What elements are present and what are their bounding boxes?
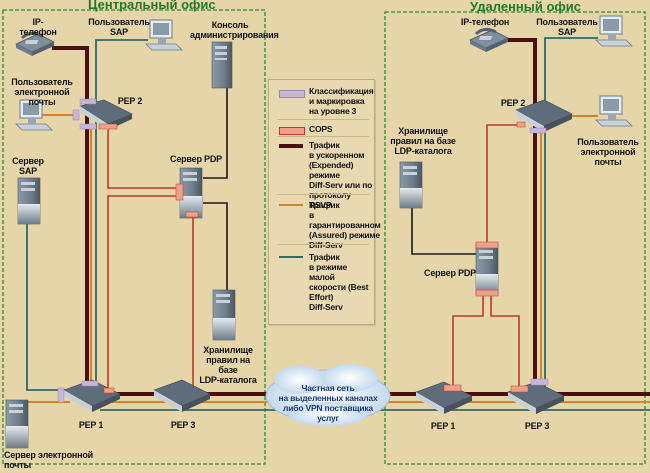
central-pep2-classification-marker bbox=[79, 98, 97, 105]
central-pep3-label: PEP 3 bbox=[170, 420, 196, 430]
legend-divider bbox=[277, 194, 369, 195]
legend-swatch-classification bbox=[279, 90, 305, 98]
remote-pep1-cops-marker bbox=[443, 384, 462, 392]
legend-divider bbox=[277, 136, 369, 137]
central-pep1-classification-marker-left bbox=[57, 387, 65, 403]
remote-pep3-label: PEP 3 bbox=[524, 421, 550, 431]
legend-swatch-expedited bbox=[279, 144, 303, 148]
legend-label-classification: Классификация и маркировка на уровне 3 bbox=[309, 86, 374, 116]
central-office-frame bbox=[2, 9, 266, 465]
remote-sap-user-pc-icon bbox=[595, 15, 633, 47]
remote-pep2-router-icon bbox=[515, 99, 573, 132]
legend: Классификация и маркировка на уровне 3 C… bbox=[268, 79, 381, 325]
central-pdp-server-label: Сервер PDP bbox=[170, 154, 222, 164]
central-office-title: Центральный офис bbox=[88, 0, 216, 12]
legend-label-best-effort: Трафик в режиме малой скорости (Best Eff… bbox=[309, 252, 369, 312]
legend-label-assured: Трафик в гарантированном (Assured) режим… bbox=[309, 200, 381, 250]
remote-pep2-classification-marker bbox=[529, 127, 547, 134]
legend-label-expedited: Трафик в ускоренном (Expended) режиме Di… bbox=[309, 140, 373, 210]
central-pep1-classification-marker-top bbox=[81, 380, 99, 387]
remote-pdp-server-label: Сервер PDP bbox=[424, 268, 476, 278]
central-sap-server-label: Сервер SAP bbox=[12, 156, 44, 176]
central-sap-server-icon bbox=[17, 177, 41, 225]
central-ip-phone-icon bbox=[15, 31, 55, 56]
link-remote-sapuser-besteffort bbox=[544, 37, 598, 388]
central-pdp-cops-marker-bottom bbox=[185, 211, 199, 218]
central-pep1-label: PEP 1 bbox=[78, 420, 104, 430]
central-pep1-router-icon bbox=[63, 379, 121, 412]
central-email-server-icon bbox=[5, 399, 29, 449]
link-remote-ipphone-expedited bbox=[505, 38, 537, 390]
remote-ldap-store-server-icon bbox=[399, 161, 423, 209]
link-central-console-pdp bbox=[203, 88, 228, 179]
central-pdp-cops-marker-left bbox=[175, 183, 184, 201]
remote-pep1-label: PEP 1 bbox=[430, 421, 456, 431]
central-sap-user-pc-icon bbox=[145, 19, 183, 51]
legend-divider bbox=[277, 244, 369, 245]
remote-pep1-router-icon bbox=[415, 381, 473, 414]
legend-swatch-cops bbox=[279, 127, 305, 135]
legend-divider bbox=[277, 119, 369, 120]
central-email-user-label: Пользователь электронной почты bbox=[11, 77, 73, 107]
link-remote-cops-pdp-pep3 bbox=[490, 295, 520, 388]
central-admin-console-label: Консоль администрирования bbox=[190, 20, 279, 40]
link-central-cops-pep1-pdp bbox=[107, 195, 180, 390]
central-ldap-store-label: Хранилище правил на базе LDP-каталога bbox=[199, 345, 257, 385]
link-central-pdp-ldap bbox=[203, 202, 228, 295]
link-remote-cops-pep2-pdp bbox=[486, 124, 520, 245]
central-pep2-classification-marker-bottom bbox=[79, 123, 97, 130]
remote-ldap-store-label: Хранилище правил на базе LDP-каталога bbox=[390, 126, 456, 156]
remote-pdp-server-icon bbox=[475, 243, 499, 295]
link-central-sapserver-besteffort bbox=[26, 222, 68, 391]
central-pep2-label: PEP 2 bbox=[117, 96, 143, 106]
remote-pdp-cops-marker-top bbox=[475, 241, 499, 249]
private-network-cloud bbox=[265, 364, 391, 426]
central-ldap-store-server-icon bbox=[212, 289, 236, 341]
remote-email-user-pc-icon bbox=[595, 95, 633, 127]
central-ip-phone-label: IP-телефон bbox=[19, 17, 57, 37]
link-central-cops-pep2-pdp bbox=[107, 130, 180, 189]
remote-pep2-label: PEP 2 bbox=[500, 98, 526, 108]
remote-pdp-cops-marker-bottom bbox=[475, 289, 499, 297]
central-pep3-router-icon bbox=[153, 379, 211, 412]
central-sap-user-label: Пользователь SAP bbox=[88, 17, 150, 37]
remote-office-title: Удаленный офис bbox=[470, 0, 582, 14]
central-admin-console-server-icon bbox=[211, 41, 233, 89]
link-remote-ldap-pdp bbox=[411, 208, 476, 255]
remote-pep3-classification-marker bbox=[530, 378, 549, 386]
link-central-sapuser-besteffort bbox=[95, 39, 148, 388]
remote-ip-phone-label: IP-телефон bbox=[460, 17, 510, 27]
link-remote-cops-pdp-pep1 bbox=[452, 295, 484, 388]
central-pdp-server-icon bbox=[179, 167, 203, 219]
remote-office-frame bbox=[384, 11, 646, 465]
central-email-user-pc-icon bbox=[15, 99, 53, 131]
legend-swatch-assured bbox=[279, 204, 303, 206]
private-network-label: Частная сеть на выделенных каналах либо … bbox=[278, 383, 378, 423]
remote-pep2-cops-marker bbox=[516, 121, 526, 128]
remote-email-user-label: Пользователь электронной почты bbox=[577, 137, 639, 167]
link-central-ipphone-expedited bbox=[52, 46, 89, 388]
central-pep2-cops-marker bbox=[98, 123, 118, 130]
legend-label-cops: COPS bbox=[309, 124, 333, 134]
central-pep1-cops-marker bbox=[103, 387, 115, 394]
remote-ip-phone-icon bbox=[469, 27, 509, 52]
central-email-server-label: Сервер электронной почты bbox=[4, 450, 93, 470]
legend-swatch-best-effort bbox=[279, 256, 303, 258]
remote-pep3-cops-marker bbox=[510, 385, 529, 393]
central-pep2-classification-marker-left bbox=[72, 109, 80, 121]
remote-sap-user-label: Пользователь SAP bbox=[536, 17, 598, 37]
